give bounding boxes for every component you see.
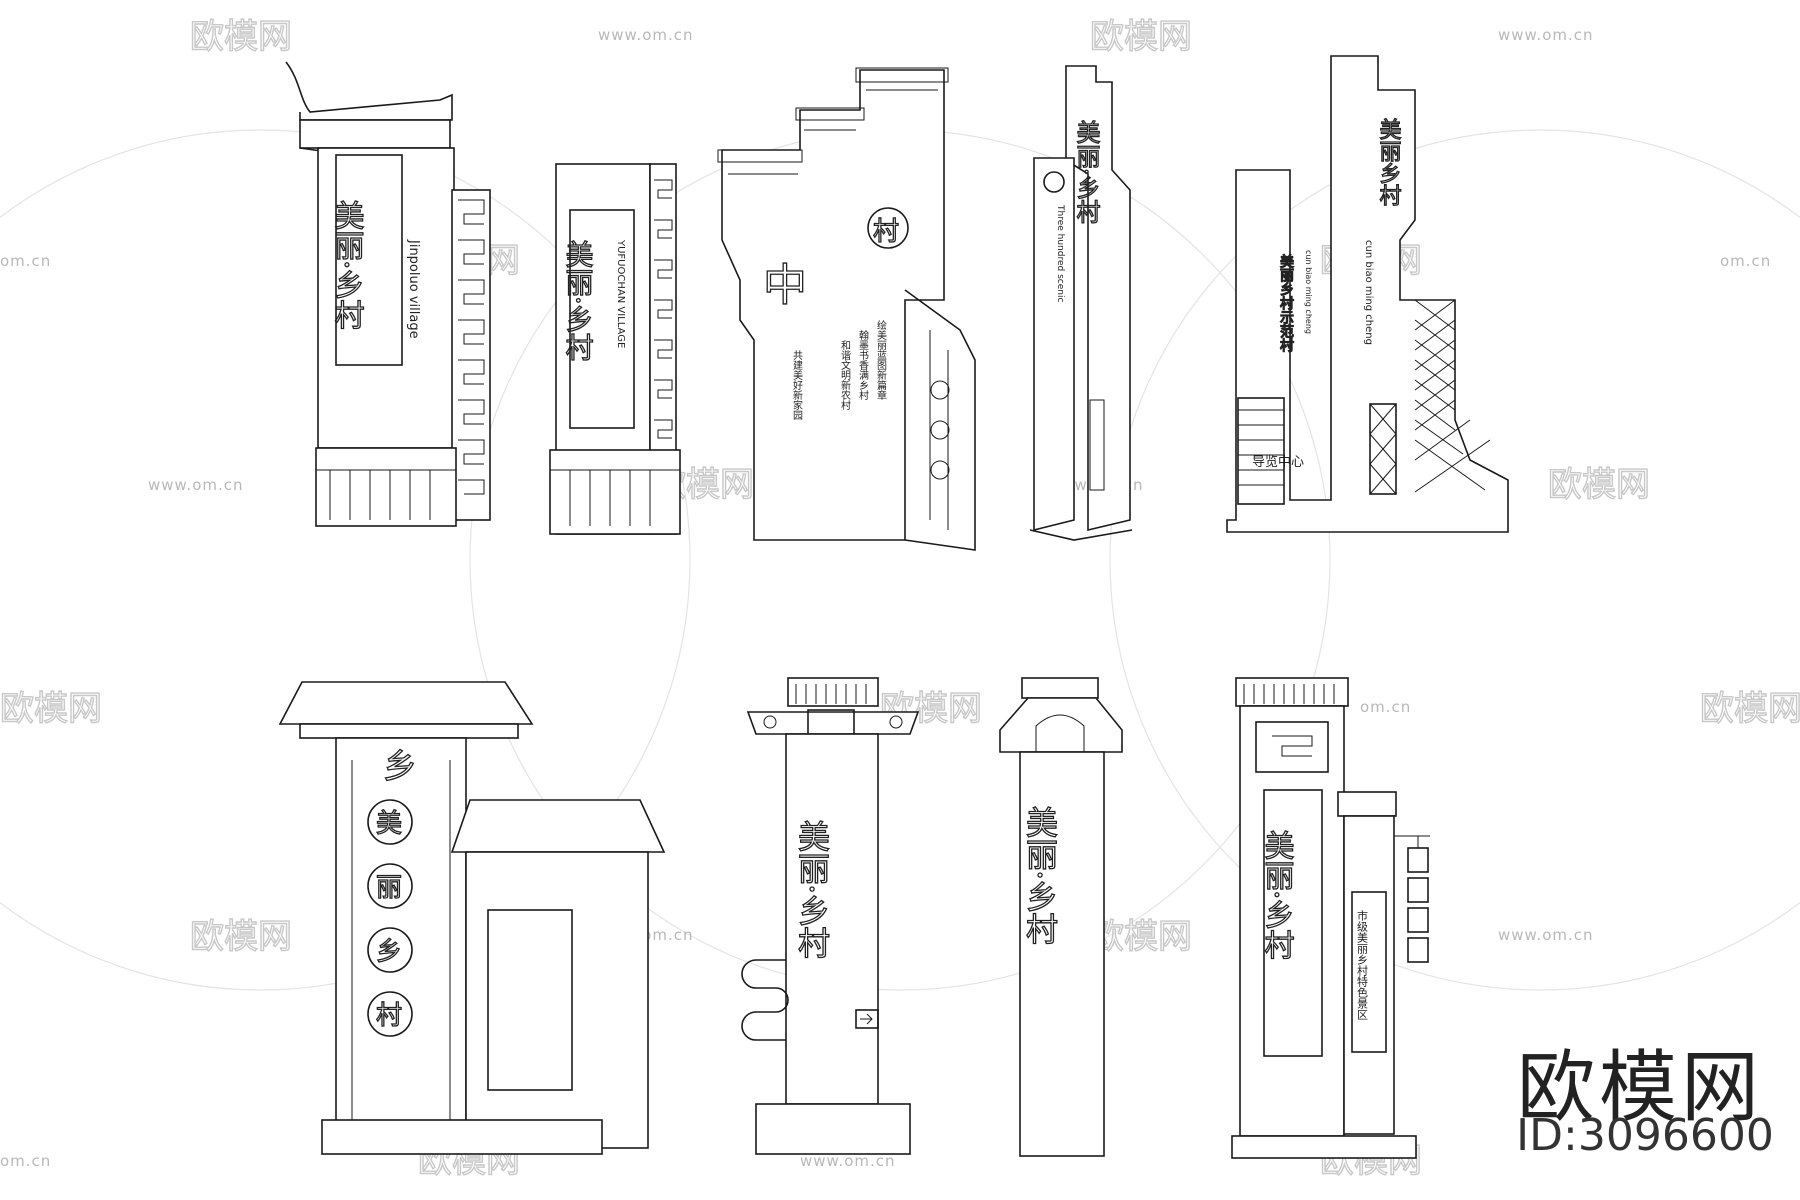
sign-9-side: 市级美丽乡村特色景区 <box>1356 909 1369 1020</box>
sign-2-subtitle: YUFUOCHAN VILLAGE <box>615 239 626 348</box>
watermark-site: www.om.cn <box>800 1152 896 1170</box>
sign-4: 美丽·乡村 Three hundred scenic <box>1029 65 1133 541</box>
sign-9-title: 美丽·乡村 <box>1259 830 1295 960</box>
watermark-site: om.cn <box>1720 252 1771 270</box>
sign-5-title: 美丽乡村 <box>1376 118 1402 206</box>
sign-3: 村 中 绘美丽蓝图新篇章 翰墨书香满乡村 和谐文明新农村 共建美好新家园 <box>717 67 976 551</box>
sign-5-side-sub: cun biao ming cheng <box>1304 250 1313 334</box>
watermark-site: om.cn <box>0 1152 51 1170</box>
watermark-site: om.cn <box>0 252 51 270</box>
sign-3-big: 中 <box>763 260 807 311</box>
brand-id: ID:3096600 <box>1516 1110 1774 1161</box>
watermark-logo: 欧模网 <box>190 17 292 57</box>
watermark-site: www.om.cn <box>1498 26 1594 44</box>
watermark-logo: 欧模网 <box>0 689 102 729</box>
sign-5-panel: 导览中心 <box>1252 454 1304 470</box>
sign-3-line-1: 绘美丽蓝图新篇章 <box>875 319 887 400</box>
watermark-logo: 欧模网 <box>1700 689 1800 729</box>
watermark-site: www.om.cn <box>148 476 244 494</box>
watermark-site: om.cn <box>1360 698 1411 716</box>
sign-7: 美丽·乡村 <box>741 677 920 1155</box>
sign-1-title: 美丽·乡村 <box>329 200 365 330</box>
brand-logo-text: 欧模网 <box>1516 1043 1763 1133</box>
watermark-site: www.om.cn <box>1498 926 1594 944</box>
sign-1-subtitle: Jinpoluo village <box>406 239 421 339</box>
sign-3-line-3: 和谐文明新农村 <box>839 340 851 410</box>
sign-4-title: 美丽·乡村 <box>1072 120 1100 224</box>
sign-3-line-2: 翰墨书香满乡村 <box>857 329 869 400</box>
sign-4-subtitle: Three hundred scenic <box>1055 204 1065 302</box>
watermark-logo: 欧模网 <box>190 917 292 957</box>
sign-6-char-2: 丽 <box>376 873 402 903</box>
sign-3-line-4: 共建美好新家园 <box>791 350 803 421</box>
sign-6-char-4: 村 <box>376 1001 402 1031</box>
sign-8-title: 美丽·乡村 <box>1021 806 1059 944</box>
sign-6: 乡 美 丽 乡 村 <box>278 681 666 1155</box>
sign-1: 美丽·乡村 Jinpoluo village <box>285 61 491 527</box>
sign-6-top: 乡 <box>383 747 417 787</box>
sign-3-emblem: 村 <box>873 217 899 247</box>
sign-6-char-3: 乡 <box>376 937 402 967</box>
sign-6-char-1: 美 <box>376 809 402 839</box>
sign-7-title: 美丽·乡村 <box>793 820 831 958</box>
sign-9: 美丽·乡村 市级美丽乡村特色景区 <box>1231 677 1430 1159</box>
watermark-logo: 欧模网 <box>1090 17 1192 57</box>
watermark-logo: 欧模网 <box>1548 465 1650 505</box>
sign-5: 美丽乡村 cun biao ming cheng 美丽乡村示范村 cun bia… <box>1226 55 1509 533</box>
sign-2: 美丽·乡村 YUFUOCHAN VILLAGE <box>549 163 681 535</box>
watermark-site: www.om.cn <box>598 26 694 44</box>
sign-2-title: 美丽·乡村 <box>562 240 595 361</box>
sign-5-subtitle: cun biao ming cheng <box>1363 240 1374 345</box>
sign-8: 美丽·乡村 <box>999 677 1123 1157</box>
sign-5-side: 美丽乡村示范村 <box>1278 254 1294 352</box>
watermark-logo: 欧模网 <box>1090 917 1192 957</box>
